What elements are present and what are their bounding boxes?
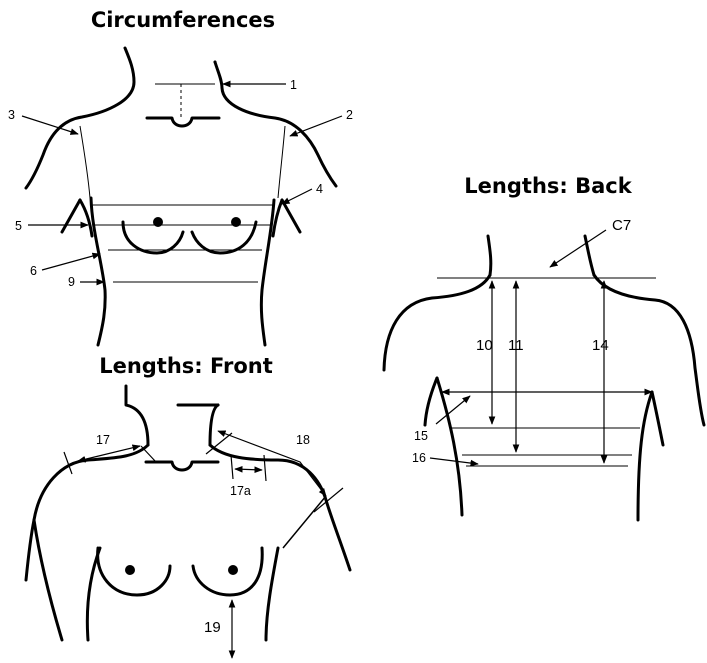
arrow-16: [430, 458, 478, 464]
circumferences-title: Circumferences: [91, 8, 275, 32]
label-17a: 17a: [230, 484, 251, 498]
label-17: 17: [96, 433, 110, 447]
front-torso-right: [266, 548, 278, 640]
front-side-line: [283, 496, 326, 548]
arrow-17a: [235, 469, 262, 470]
label-16: 16: [412, 451, 426, 465]
torso-right-outline: [261, 200, 300, 345]
label-3: 3: [8, 108, 15, 122]
back-arm-right: [652, 392, 663, 445]
front-17a-tick-left: [231, 455, 233, 479]
arrow-4: [282, 189, 312, 204]
breast-right: [192, 222, 256, 253]
front-shoulder-right: [210, 445, 350, 570]
back-arm-left: [425, 378, 437, 425]
arrow-6: [42, 254, 100, 270]
torso-left-outline: [62, 198, 105, 345]
front-neck-right: [210, 405, 218, 445]
label-18: 18: [296, 433, 310, 447]
collarbone: [147, 118, 219, 126]
breast-left: [123, 222, 183, 253]
front-title: Lengths: Front: [99, 354, 273, 378]
back-torso-left: [437, 378, 462, 515]
back-torso-right: [638, 392, 652, 520]
arrow-c7: [550, 230, 606, 267]
label-15: 15: [414, 429, 428, 443]
back-neck-left: [488, 236, 491, 275]
back-lengths-figure: Lengths: Back C7 10 11 14 15: [384, 174, 704, 520]
label-2: 2: [346, 108, 353, 122]
front-collarbone: [146, 462, 218, 470]
label-5: 5: [15, 219, 22, 233]
label-11: 11: [508, 337, 524, 354]
arrow-3: [22, 116, 78, 134]
label-10: 10: [476, 337, 493, 354]
label-1: 1: [290, 78, 297, 92]
front-lengths-figure: Lengths: Front 17 17a 18: [26, 354, 350, 658]
front-breast-right: [193, 548, 262, 595]
label-14: 14: [592, 337, 609, 354]
back-title: Lengths: Back: [464, 174, 632, 198]
label-6: 6: [30, 264, 37, 278]
label-4: 4: [316, 182, 323, 196]
front-arm-left: [34, 520, 62, 640]
back-shoulder-left: [384, 275, 490, 370]
armhole-left: [80, 126, 90, 198]
arrow-2: [290, 116, 342, 136]
neck-right-outline: [215, 62, 336, 186]
front-neck-left: [126, 386, 148, 445]
arrow-15: [436, 396, 470, 424]
front-shoulder-left: [34, 445, 148, 520]
back-neck-right: [585, 236, 594, 275]
label-19: 19: [204, 619, 221, 636]
armhole-right: [278, 126, 285, 198]
front-neck-tick-left: [141, 446, 156, 462]
front-nipple-right: [228, 565, 238, 575]
circumferences-figure: Circumferences 1 2 3: [8, 8, 353, 345]
neck-left-outline: [26, 48, 134, 188]
label-9: 9: [68, 275, 75, 289]
label-c7: C7: [612, 217, 631, 234]
front-nipple-left: [125, 565, 135, 575]
